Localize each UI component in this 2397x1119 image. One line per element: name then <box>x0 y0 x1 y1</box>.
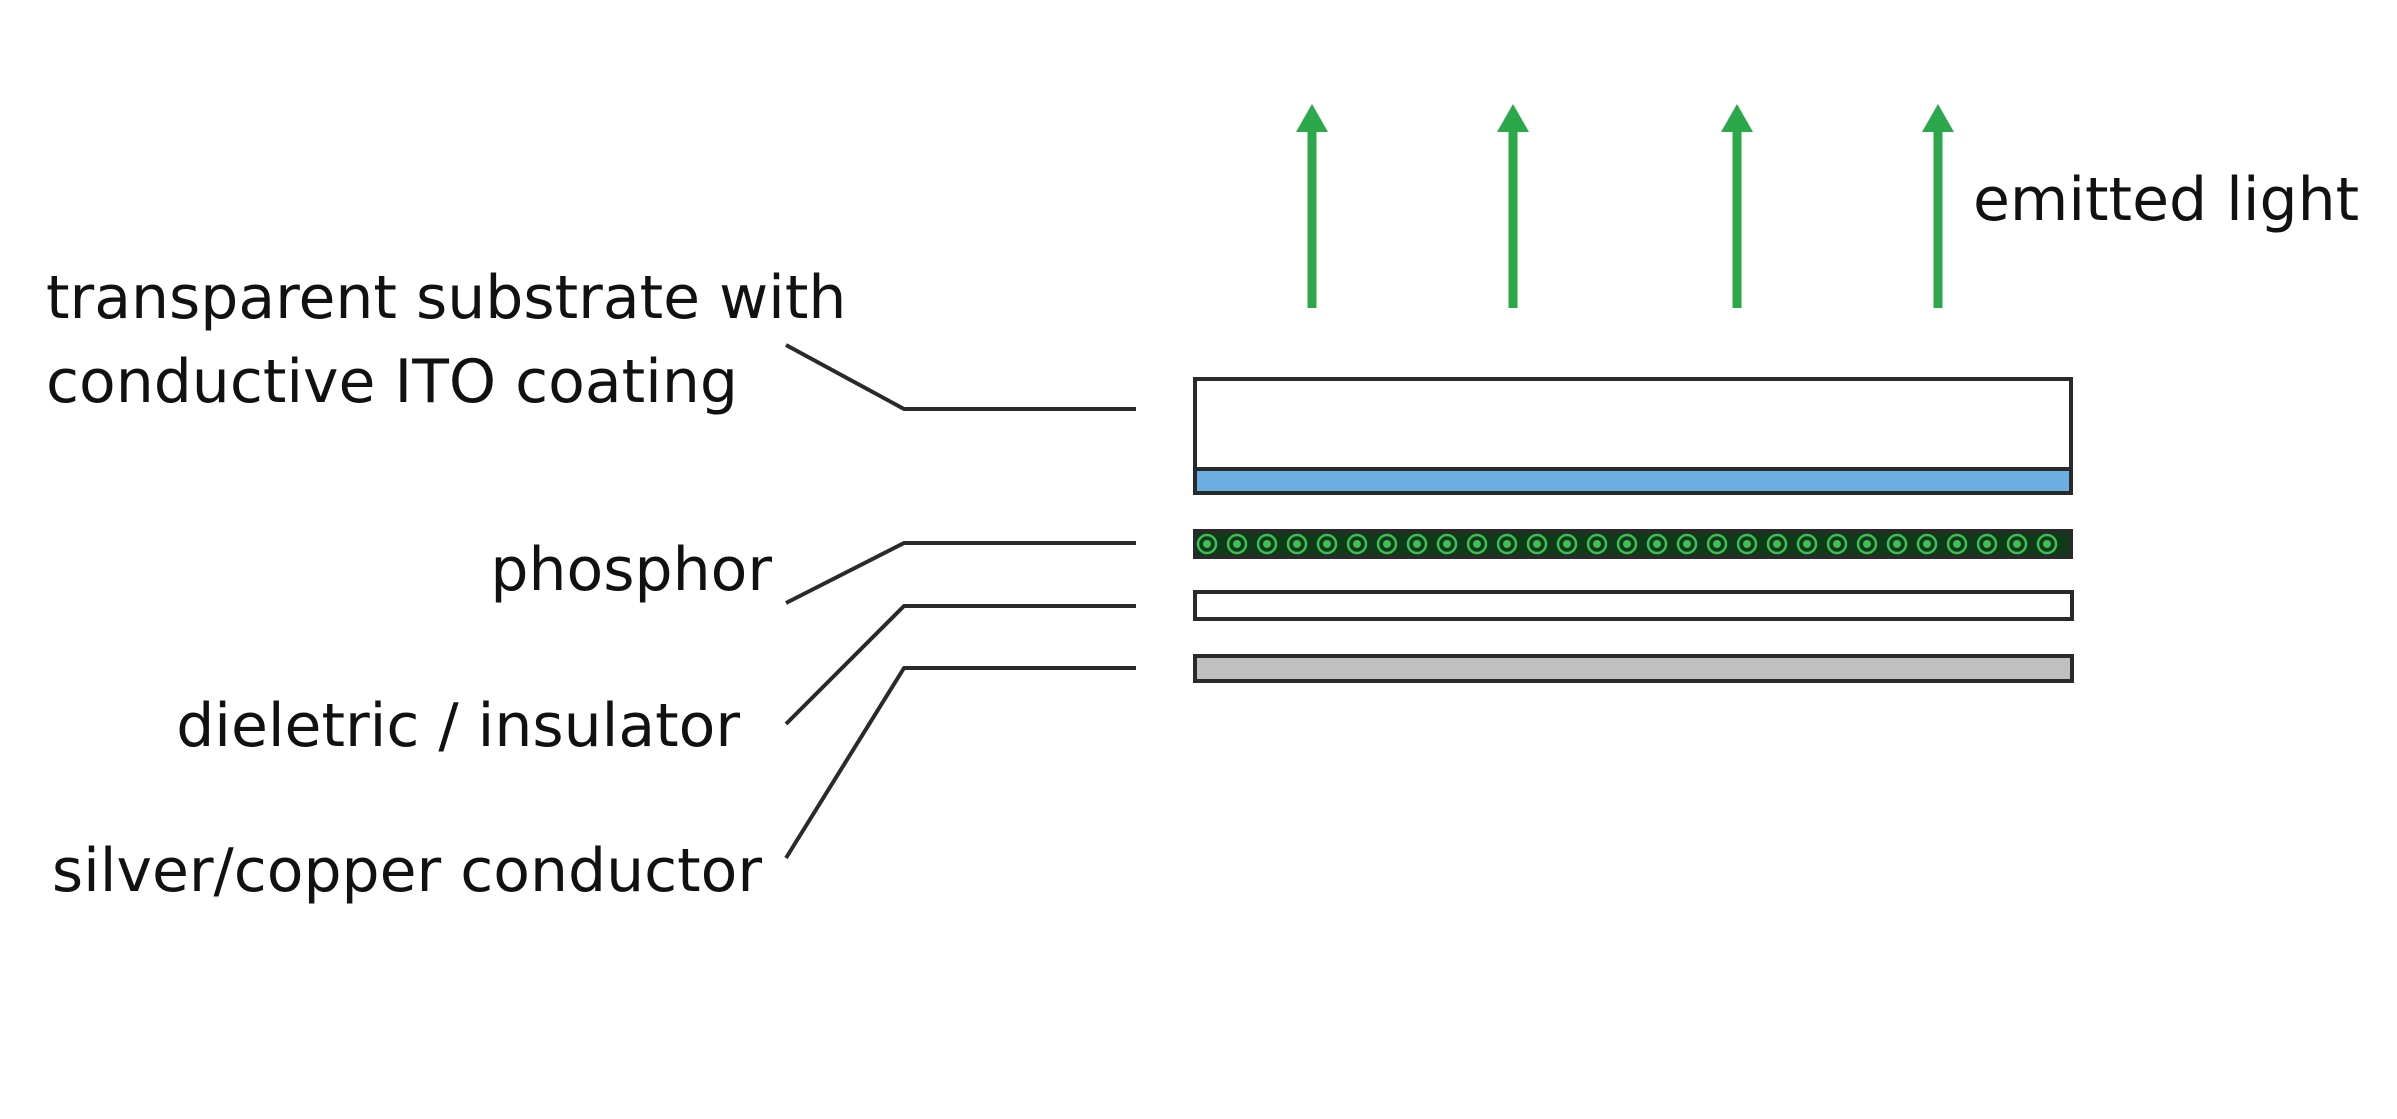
phosphor-particle <box>1856 533 1878 555</box>
phosphor-particle <box>2006 533 2028 555</box>
phosphor-particle-core <box>1653 540 1661 548</box>
conductor-leader-line <box>784 666 1136 860</box>
phosphor-particle-core <box>1803 540 1811 548</box>
phosphor-particle <box>1826 533 1848 555</box>
phosphor-particle <box>1466 533 1488 555</box>
phosphor-particle <box>1496 533 1518 555</box>
phosphor-particle-core <box>1533 540 1541 548</box>
phosphor-particle <box>1916 533 1938 555</box>
phosphor-particle-core <box>2043 540 2051 548</box>
phosphor-particle <box>1676 533 1698 555</box>
phosphor-label: phosphor <box>490 535 772 605</box>
layer-stack <box>1193 377 2074 683</box>
phosphor-particle <box>1736 533 1758 555</box>
phosphor-particle <box>1406 533 1428 555</box>
conductor-layer <box>1193 654 2074 683</box>
substrate-label-line2: conductive ITO coating <box>46 347 738 417</box>
phosphor-particle-core <box>1713 540 1721 548</box>
phosphor-particle-core <box>2013 540 2021 548</box>
phosphor-particle-core <box>1473 540 1481 548</box>
phosphor-particle-core <box>1443 540 1451 548</box>
phosphor-particle-core <box>1593 540 1601 548</box>
phosphor-particle-core <box>1413 540 1421 548</box>
phosphor-particle <box>1886 533 1908 555</box>
phosphor-particle-core <box>1683 540 1691 548</box>
substrate-label-line1: transparent substrate with <box>46 263 846 333</box>
phosphor-particles <box>1196 533 2058 555</box>
substrate-leader-line <box>785 343 1136 411</box>
phosphor-particle-core <box>1983 540 1991 548</box>
phosphor-particle-core <box>1353 540 1361 548</box>
phosphor-particle-core <box>1263 540 1271 548</box>
phosphor-particle <box>1556 533 1578 555</box>
dielectric-leader-line <box>784 604 1136 726</box>
phosphor-particle-core <box>1293 540 1301 548</box>
phosphor-particle <box>1796 533 1818 555</box>
transparent-substrate-layer <box>1193 377 2073 471</box>
phosphor-particle-core <box>1203 540 1211 548</box>
phosphor-particle-core <box>1503 540 1511 548</box>
phosphor-particle-core <box>1563 540 1571 548</box>
dielectric-label: dieletric / insulator <box>176 691 740 761</box>
phosphor-particle-core <box>1833 540 1841 548</box>
phosphor-particle <box>1766 533 1788 555</box>
phosphor-particle <box>1316 533 1338 555</box>
phosphor-particle-core <box>1773 540 1781 548</box>
phosphor-layer <box>1193 529 2073 559</box>
phosphor-particle <box>1376 533 1398 555</box>
phosphor-particle-core <box>1233 540 1241 548</box>
phosphor-particle <box>1256 533 1278 555</box>
phosphor-particle-core <box>1743 540 1751 548</box>
phosphor-particle-core <box>1863 540 1871 548</box>
light-arrow <box>1296 104 1328 308</box>
phosphor-particle <box>1526 533 1548 555</box>
phosphor-particle-core <box>1323 540 1331 548</box>
ito-coating-layer <box>1193 467 2073 495</box>
phosphor-particle <box>1616 533 1638 555</box>
dielectric-layer <box>1193 590 2074 621</box>
phosphor-particle <box>1436 533 1458 555</box>
phosphor-particle <box>1196 533 1218 555</box>
phosphor-particle-core <box>1953 540 1961 548</box>
phosphor-particle <box>1706 533 1728 555</box>
phosphor-particle <box>1586 533 1608 555</box>
phosphor-leader-line <box>785 541 1136 605</box>
phosphor-particle <box>1286 533 1308 555</box>
phosphor-particle <box>1946 533 1968 555</box>
conductor-label: silver/copper conductor <box>52 836 762 906</box>
phosphor-particle <box>1226 533 1248 555</box>
emitted-light-label: emitted light <box>1973 165 2359 235</box>
phosphor-particle-core <box>1623 540 1631 548</box>
phosphor-particle <box>1346 533 1368 555</box>
light-arrow <box>1497 104 1529 308</box>
leader-lines <box>784 343 1136 860</box>
phosphor-particle <box>1976 533 1998 555</box>
phosphor-particle <box>2036 533 2058 555</box>
phosphor-particle-core <box>1893 540 1901 548</box>
phosphor-particle <box>1646 533 1668 555</box>
phosphor-particle-core <box>1923 540 1931 548</box>
emitted-light-arrows <box>1296 104 1954 308</box>
phosphor-particle-core <box>1383 540 1391 548</box>
light-arrow <box>1922 104 1954 308</box>
light-arrow <box>1721 104 1753 308</box>
